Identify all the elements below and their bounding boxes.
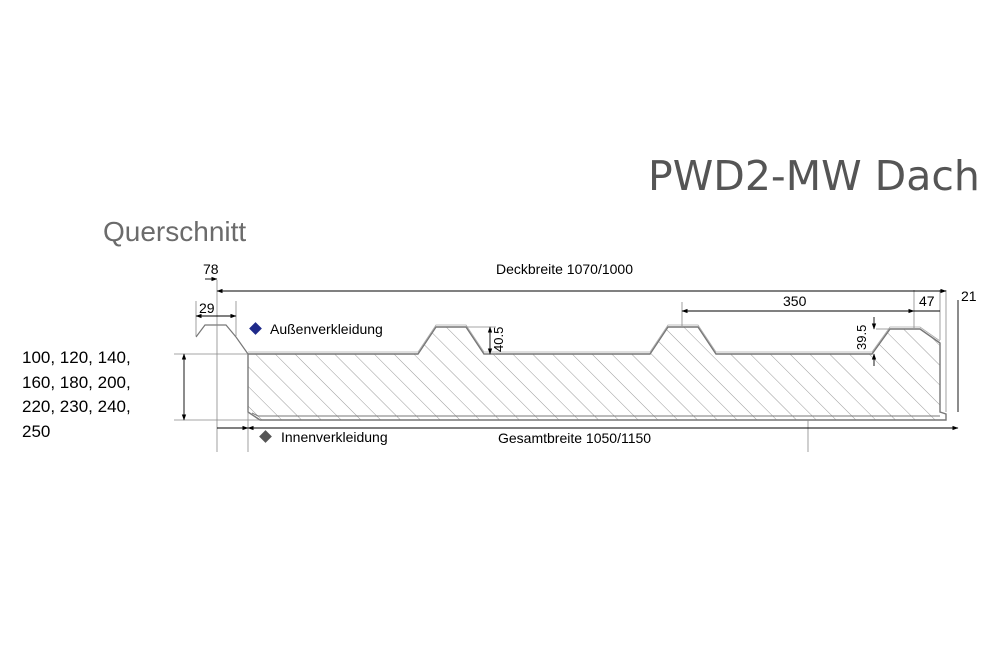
inner-sheet	[251, 412, 940, 417]
thickness-line: 100, 120, 140,	[22, 348, 131, 367]
extension-lines	[174, 280, 947, 452]
rib-spacing-label: 350	[783, 293, 807, 309]
thickness-line: 220, 230, 240,	[22, 397, 131, 416]
thickness-line: 250	[22, 421, 51, 441]
inner-legend-marker	[259, 430, 272, 443]
section-title: Querschnitt	[103, 216, 247, 247]
edge-height-label: 21	[961, 288, 977, 304]
dimension-lines	[181, 276, 959, 431]
panel-core	[247, 326, 947, 421]
outer-legend-marker	[249, 322, 262, 335]
edge-width-label: 47	[919, 293, 935, 309]
rib-height-2-label: 39.5	[854, 325, 869, 350]
left-joint-profile	[195, 324, 249, 355]
deck-width-label: Deckbreite 1070/1000	[496, 261, 633, 277]
rib-width-label: 78	[203, 261, 219, 277]
inner-legend-label: Innenverkleidung	[281, 429, 388, 445]
thickness-line: 160, 180, 200,	[22, 372, 131, 392]
outer-sheet	[248, 324, 941, 353]
outer-legend-label: Außenverkleidung	[270, 321, 383, 337]
rib-top-label: 29	[199, 300, 215, 316]
rib-height-1-label: 40.5	[491, 327, 506, 352]
product-title: PWD2-MW Dach	[648, 152, 980, 200]
thickness-list: 100, 120, 140, 160, 180, 200, 220, 230, …	[22, 346, 131, 444]
total-width-label: Gesamtbreite 1050/1150	[498, 430, 651, 446]
